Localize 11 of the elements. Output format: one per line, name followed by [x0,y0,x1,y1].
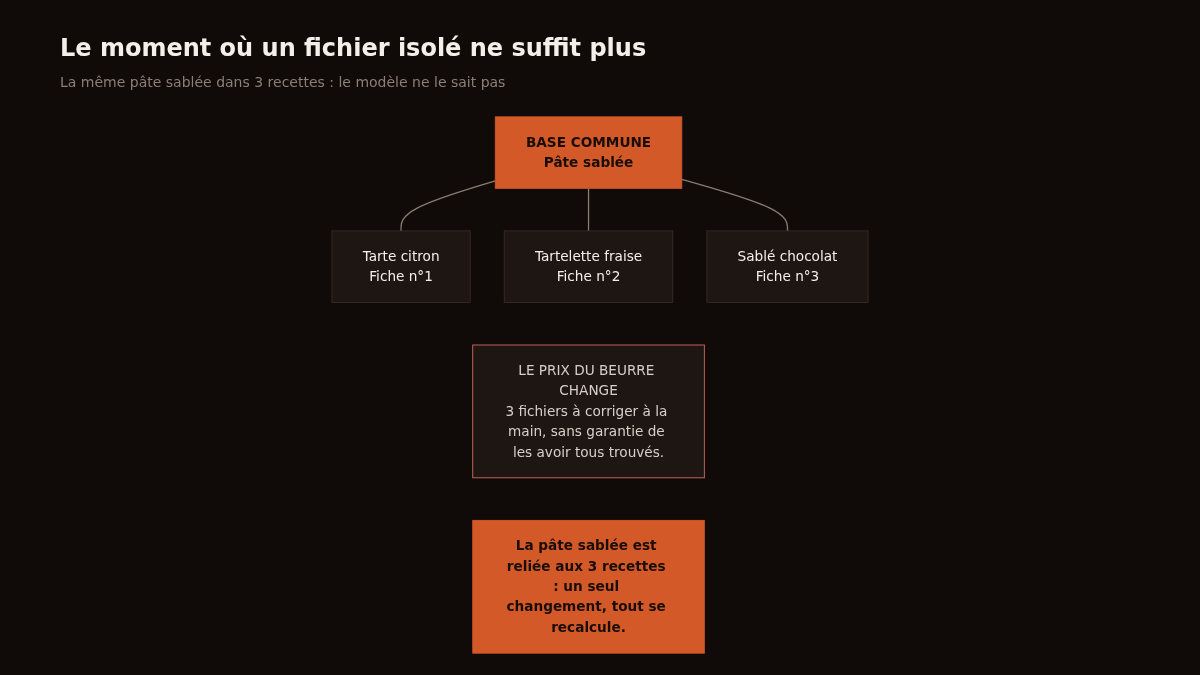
node-box: La pâte sablée est reliée aux 3 recettes : un seul changement, tout se recalcule. [472,519,705,654]
connector [400,180,496,232]
title: Le moment où un fichier isolé ne suffit plus [60,34,647,62]
connector [587,187,590,232]
node-box: Tartelette fraise Fiche n°2 [503,230,674,303]
node-box: Sablé chocolat Fiche n°3 [706,230,869,303]
node-box: Tarte citron Fiche n°1 [331,230,471,303]
node-box: BASE COMMUNE Pâte sablée [494,116,683,189]
node-box: LE PRIX DU BEURRE CHANGE 3 fichiers à corriger à la main, sans garantie de les avoir tous trouvés. [472,344,705,479]
connector [681,178,789,232]
subtitle: La même pâte sablée dans 3 recettes : le modèle ne le sait pas [60,74,506,90]
